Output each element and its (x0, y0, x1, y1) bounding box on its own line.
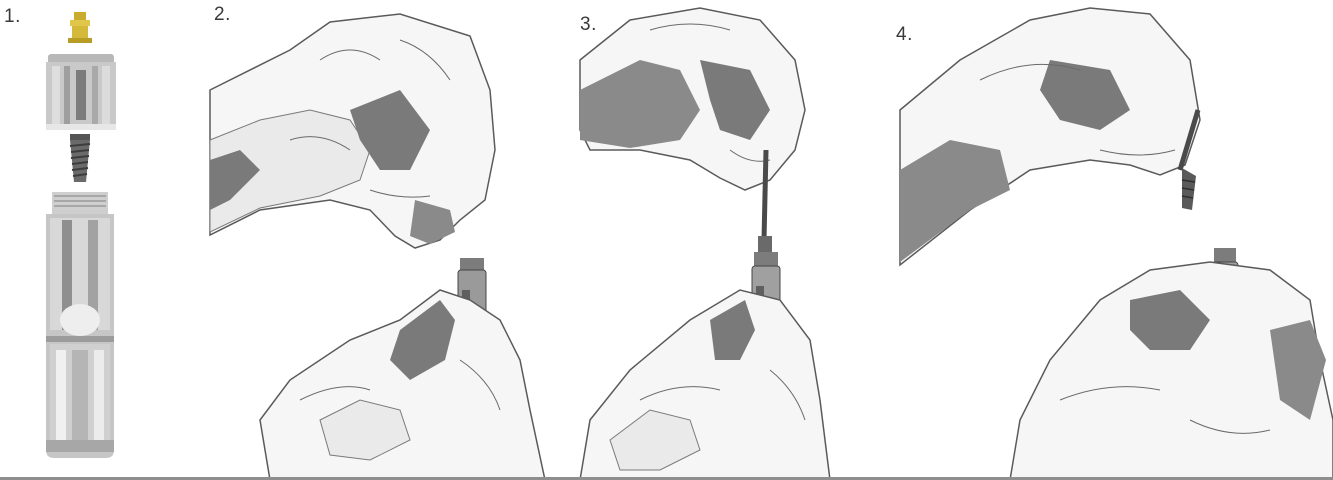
hand-illustration (890, 0, 1333, 480)
hand-illustration (200, 0, 570, 480)
step-3-panel: 3. (570, 0, 890, 480)
exploded-implant-kit-illustration (0, 0, 200, 480)
transparent-cap-icon (46, 54, 116, 130)
hand-illustration (570, 0, 890, 480)
implant-vial-icon (46, 192, 114, 458)
gold-abutment-icon (68, 12, 92, 43)
step-4-panel: 4. (890, 0, 1333, 480)
step-1-panel: 1. (0, 0, 200, 480)
step-2-panel: 2. (200, 0, 570, 480)
implant-screw-icon (70, 134, 90, 182)
